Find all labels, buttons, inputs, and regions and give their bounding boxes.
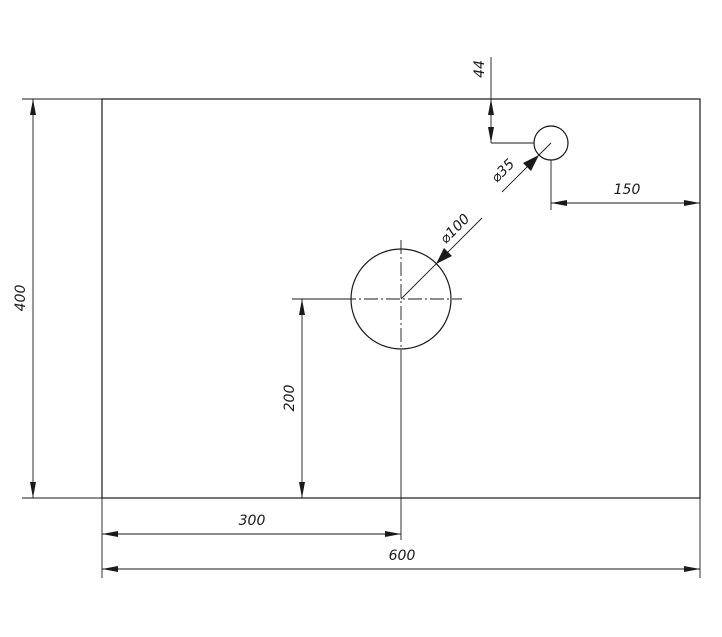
dim-overall-height-label: 400	[13, 285, 29, 312]
dim-left-segment: 300	[101, 360, 402, 578]
leader-small-hole-diameter: ⌀35	[488, 142, 552, 193]
leader-large-hole-diameter: ⌀100	[400, 211, 483, 300]
dim-large-hole-height: 200	[282, 298, 342, 499]
dim-small-hole-right: 150	[550, 160, 700, 210]
dim-large-hole-height-label: 200	[282, 385, 298, 412]
dim-overall-width: 600	[102, 498, 701, 578]
dim-small-hole-top-label: 44	[472, 60, 488, 78]
dim-small-hole-top: 44	[472, 57, 534, 144]
dim-overall-width-label: 600	[389, 548, 416, 564]
large-hole	[342, 240, 462, 360]
dim-large-hole-diameter-label: ⌀100	[437, 211, 473, 247]
dim-small-hole-diameter-label: ⌀35	[488, 156, 518, 186]
dim-small-hole-right-label: 150	[614, 182, 641, 198]
dim-left-segment-label: 300	[239, 513, 266, 529]
dim-overall-height: 400	[13, 98, 102, 499]
